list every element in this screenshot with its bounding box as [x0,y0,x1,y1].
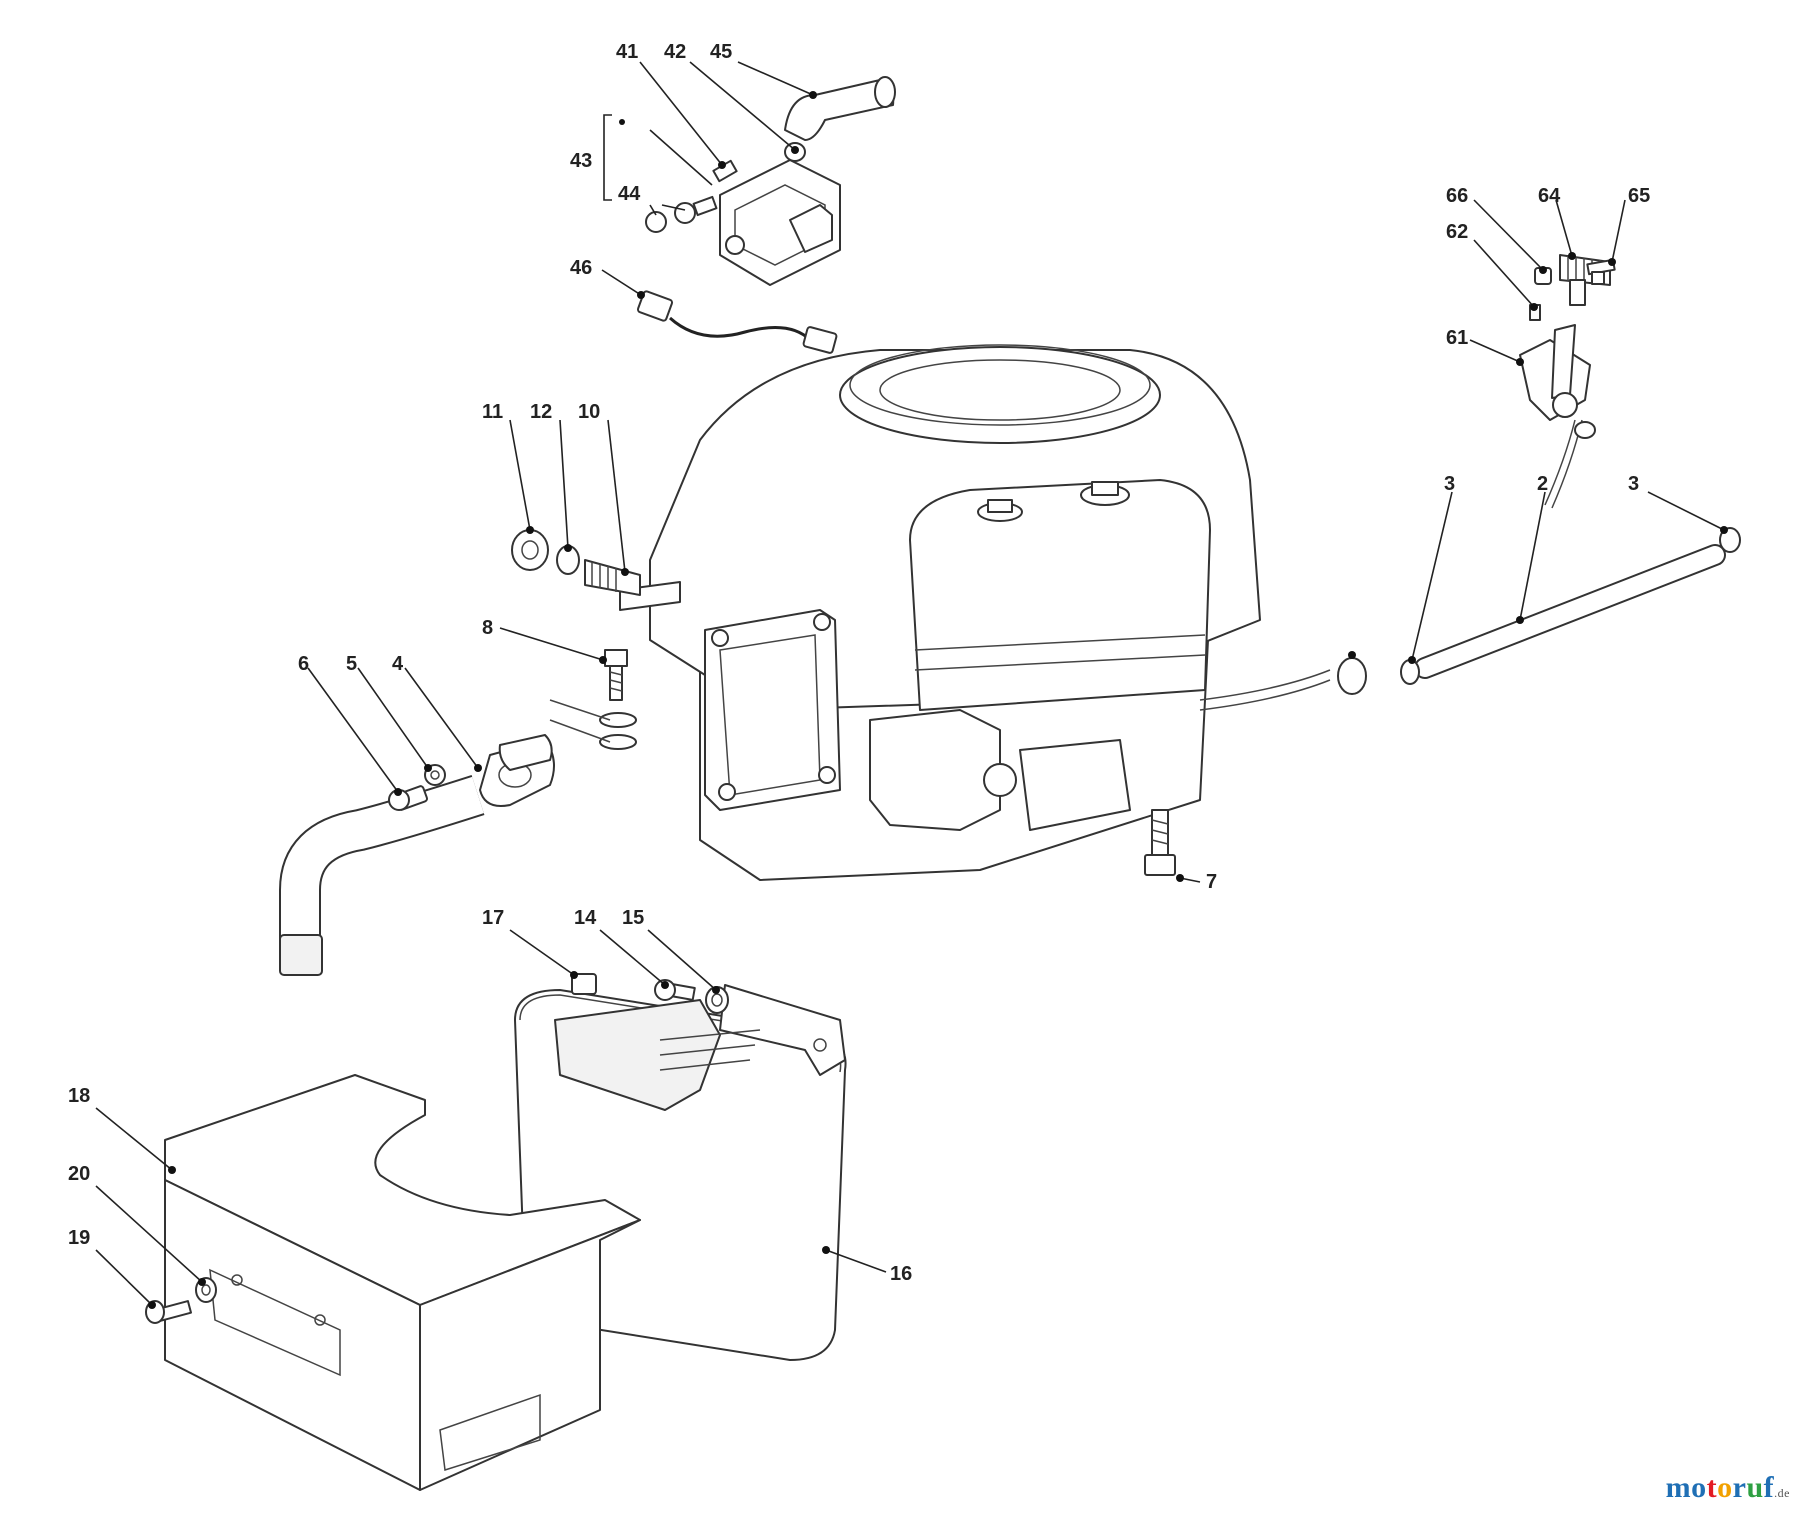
callout-3-right: 3 [1628,473,1639,495]
callout-66: 66 [1446,185,1468,207]
callout-4: 4 [392,653,404,675]
callout-18: 18 [68,1085,90,1107]
watermark-letter: o [1717,1471,1733,1504]
throttle-control [1519,254,1616,509]
watermark-letter: o [1691,1471,1707,1504]
callout-5: 5 [346,653,357,675]
callout-7: 7 [1206,871,1217,893]
callout-45: 45 [710,41,732,63]
callout-14: 14 [574,907,597,929]
watermark-suffix: .de [1774,1486,1790,1500]
starter-solenoid [645,76,896,286]
callout-15: 15 [622,907,644,929]
callout-17: 17 [482,907,504,929]
callout-46: 46 [570,257,592,279]
crankshaft-hardware [511,529,641,596]
callout-6: 6 [298,653,309,675]
callout-leaders [95,61,1728,1309]
watermark-letter: t [1706,1471,1718,1504]
muffler-hardware [571,973,729,1014]
callout-65: 65 [1628,185,1650,207]
callout-2: 2 [1537,473,1548,495]
mounting-bolt [549,649,637,750]
callout-19: 19 [68,1227,90,1249]
exhaust-pipe [279,739,555,976]
watermark-logo: motoruf.de [1666,1471,1790,1505]
callout-16: 16 [890,1263,912,1285]
callout-3-left: 3 [1444,473,1455,495]
watermark-letter: m [1665,1471,1692,1504]
callout-11: 11 [482,401,503,423]
callout-20: 20 [68,1163,90,1185]
callout-10: 10 [578,401,600,423]
callout-62: 62 [1446,221,1468,243]
exhaust-hardware [388,734,553,811]
callout-43: 43 [570,150,592,172]
watermark-letter: r [1732,1471,1747,1504]
heat-shield-hardware [145,1277,217,1324]
callout-labels: 41 42 45 43 44 46 66 64 65 62 61 11 12 1… [68,41,1650,1285]
engine-bolt [1144,809,1176,876]
callout-42: 42 [664,41,686,63]
callout-8: 8 [482,617,493,639]
fuel-hose [1400,527,1741,685]
watermark-letter: u [1746,1471,1764,1504]
heat-shield [164,1074,641,1491]
callout-61: 61 [1446,327,1468,349]
callout-41: 41 [616,41,638,63]
callout-64: 64 [1538,185,1561,207]
engine-block [619,344,1367,881]
watermark-letter: f [1763,1471,1775,1504]
callout-44: 44 [618,183,641,205]
callout-12: 12 [530,401,552,423]
wire-harness [636,290,838,354]
